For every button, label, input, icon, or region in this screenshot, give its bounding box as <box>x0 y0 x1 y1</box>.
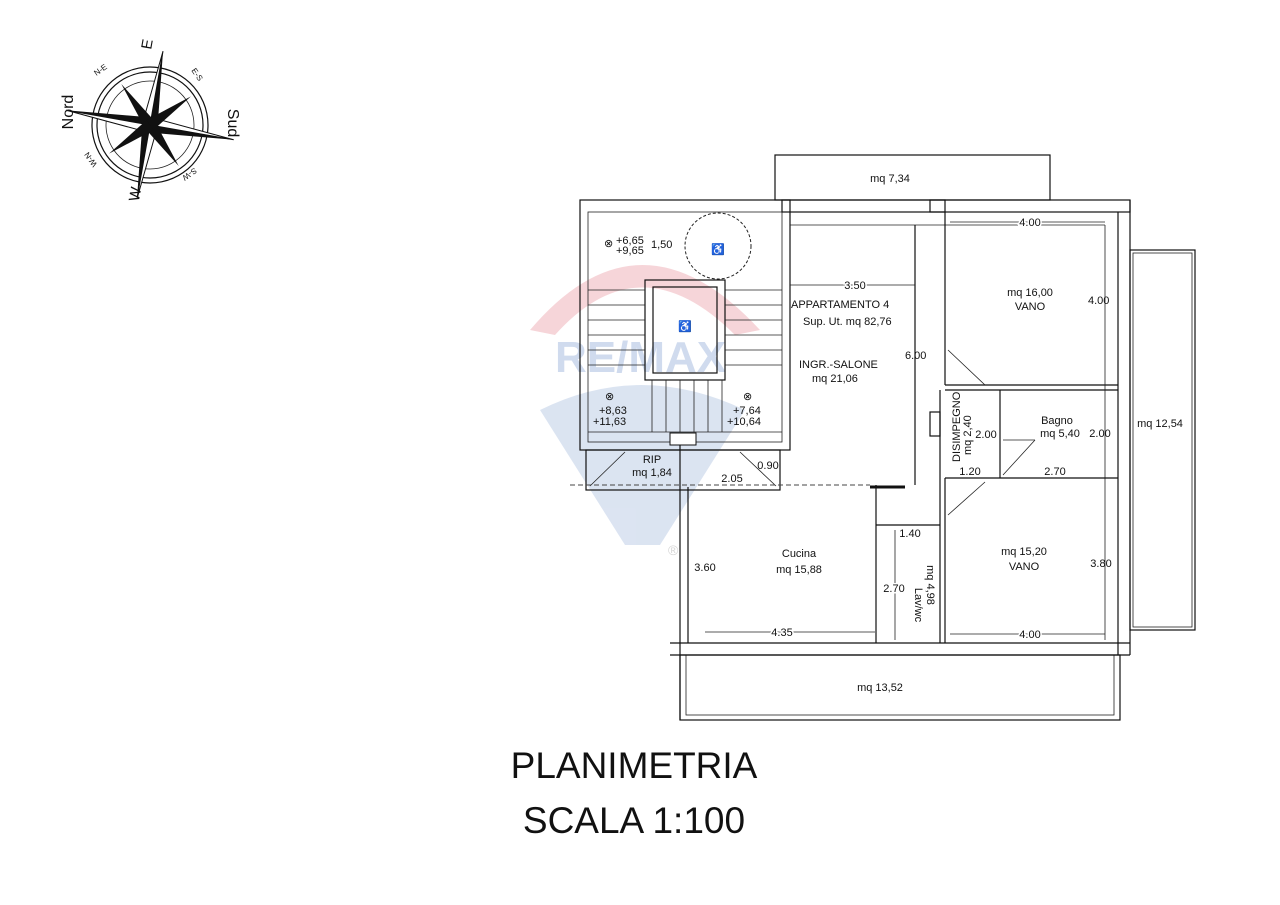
elevation-label: +9,65 <box>616 245 644 257</box>
elevation-label: +8,63 <box>599 405 627 417</box>
balcony-right-area: mq 12,54 <box>1137 418 1183 430</box>
accessibility-icon: ♿ <box>711 243 725 256</box>
plan-title: PLANIMETRIA <box>510 745 758 786</box>
compass-es: E-S <box>190 67 205 83</box>
compass-rose-icon <box>66 51 234 199</box>
apartment-walls <box>670 199 1131 656</box>
elevation-label: +10,64 <box>727 416 761 428</box>
dimension-label: 4.00 <box>1088 295 1109 307</box>
compass-north: Nord <box>60 95 77 130</box>
room-rip: RIP mq 1,84 2.05 0.90 <box>570 445 870 720</box>
light-point-icon: ⊗ <box>605 391 614 403</box>
room-area: mq 2,40 <box>962 415 974 455</box>
balcony-right <box>1129 249 1196 631</box>
dimension-label: 4.00 <box>1019 629 1040 641</box>
dimension-label: 1,50 <box>651 239 672 251</box>
dimension-label: 3.80 <box>1090 558 1111 570</box>
dimension-label: 2.00 <box>975 429 996 441</box>
room-name: VANO <box>1015 301 1046 313</box>
dimension-label: 1.40 <box>899 528 920 540</box>
light-point-icon: ⊗ <box>604 238 613 250</box>
apartment-surface: Sup. Ut. mq 82,76 <box>803 316 892 328</box>
room-area: mq 4,98 <box>924 565 936 605</box>
room-name: Cucina <box>782 548 817 560</box>
balcony-bottom-area: mq 13,52 <box>857 682 903 694</box>
compass-ne: N-E <box>92 62 108 77</box>
room-area: mq 5,40 <box>1040 428 1080 440</box>
watermark-registered: ® <box>668 542 679 558</box>
dimension-label: 3.60 <box>694 562 715 574</box>
dimension-label: 3.50 <box>844 280 865 292</box>
room-area: mq 1,84 <box>632 467 672 479</box>
dimension-lines <box>705 221 1105 640</box>
balcony-top <box>774 154 1051 201</box>
room-area: mq 15,20 <box>1001 546 1047 558</box>
elevation-label: +7,64 <box>733 405 761 417</box>
dimension-label: 0.90 <box>757 460 778 472</box>
compass-wn: W-N <box>83 150 100 168</box>
elevation-label: +6,65 <box>616 235 644 247</box>
dimension-label: 4.35 <box>771 627 792 639</box>
light-point-icon: ⊗ <box>743 391 752 403</box>
room-area: mq 15,88 <box>776 564 822 576</box>
dimension-label: 4.00 <box>1019 217 1040 229</box>
watermark-text: RE/MAX <box>555 333 726 382</box>
room-name: RIP <box>643 454 661 466</box>
room-name: Lav/wc <box>912 588 924 623</box>
room-area: mq 16,00 <box>1007 287 1053 299</box>
room-labels: mq 7,34 mq 12,54 mq 13,52 3.50 APPARTAME… <box>694 173 1183 694</box>
dimension-label: 2.70 <box>1044 466 1065 478</box>
room-area: mq 21,06 <box>812 373 858 385</box>
stairwell: ♿ ♿ ⊗ ⊗ ⊗ +6,65 +9,65 1,50 +8,63 +11,63 … <box>579 199 791 451</box>
dimension-label: 2.00 <box>1089 428 1110 440</box>
room-name: INGR.-SALONE <box>799 359 878 371</box>
room-name: DISIMPEGNO <box>951 391 963 462</box>
compass-west: W <box>126 185 145 203</box>
compass-south: Sud <box>224 109 241 137</box>
room-name: VANO <box>1009 561 1040 573</box>
elevator-accessibility-icon: ♿ <box>678 320 692 333</box>
elevation-label: +11,63 <box>593 416 626 428</box>
plan-scale: SCALA 1:100 <box>522 800 746 841</box>
room-name: Bagno <box>1041 415 1073 427</box>
dimension-label: 1.20 <box>959 466 980 478</box>
dimension-label: 2.05 <box>721 473 742 485</box>
balcony-top-area: mq 7,34 <box>870 173 910 185</box>
dimension-label: 6.00 <box>905 350 926 362</box>
compass-east: E <box>138 38 156 51</box>
apartment-name: APPARTAMENTO 4 <box>791 299 889 311</box>
dimension-label: 2.70 <box>883 583 904 595</box>
